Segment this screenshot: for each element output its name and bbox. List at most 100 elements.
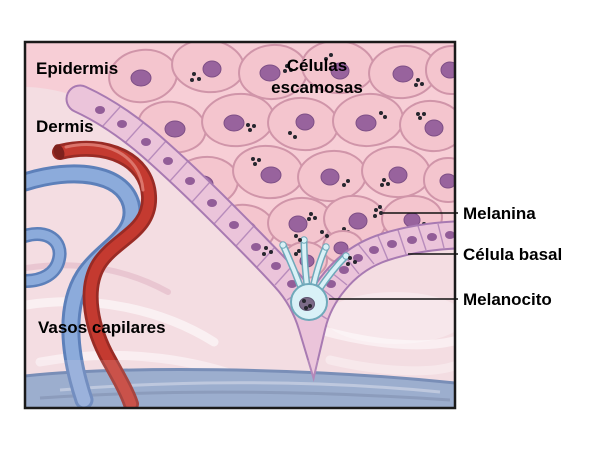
melanin-granule	[283, 69, 287, 73]
melanin-granule	[298, 238, 302, 242]
basal-cell-divider	[377, 235, 389, 261]
basal-nucleus	[207, 199, 217, 207]
capillaries-label: Vasos capilares	[38, 318, 166, 337]
melanin-granule	[422, 112, 426, 116]
melanin-granule	[418, 116, 422, 120]
melanocyte-callout-label: Melanocito	[463, 290, 552, 309]
cell-nucleus	[295, 113, 315, 131]
cell-nucleus	[260, 166, 282, 184]
basal-cell-divider	[235, 225, 255, 247]
melanin-granule	[342, 183, 346, 187]
basal-cell-divider	[124, 122, 144, 144]
melanin-granule	[294, 252, 298, 256]
melanin-granule	[264, 246, 268, 250]
melanin-granule	[288, 131, 292, 135]
dermis-fiber	[325, 355, 454, 376]
melanin-granule	[313, 216, 317, 220]
cell-nucleus	[130, 69, 152, 87]
basal-nucleus	[141, 138, 151, 146]
melanin-granule	[251, 157, 255, 161]
melanin-granule	[414, 83, 418, 87]
basal-cell-callout-label: Célula basal	[463, 245, 562, 264]
dendrite-tip	[342, 252, 350, 260]
basal-nucleus	[287, 280, 297, 288]
melanin-granule	[294, 234, 298, 238]
melanin-granule	[246, 123, 250, 127]
melanin-granule	[420, 82, 424, 86]
cell-nucleus	[202, 60, 222, 78]
melanin-granule	[382, 178, 386, 182]
red-capillary-cut-end	[53, 144, 65, 160]
cell-nucleus	[439, 173, 454, 189]
melanin-granule	[380, 183, 384, 187]
illustration-border	[23, 40, 457, 410]
melanin-granule	[374, 208, 378, 212]
melanin-granule	[325, 234, 329, 238]
squamous-cells-label-line2: escamosas	[271, 78, 363, 97]
melanin-granule	[269, 250, 273, 254]
basal-cell-divider	[147, 140, 167, 162]
cell-nucleus	[330, 62, 350, 80]
tissue-overlay	[26, 360, 454, 407]
dermis-highlight	[325, 292, 454, 344]
cell-nucleus	[223, 114, 245, 132]
melanin-granule	[257, 158, 261, 162]
melanin-granule	[253, 162, 257, 166]
melanin-granule	[353, 260, 357, 264]
basal-cell-divider	[191, 181, 211, 203]
cell-nucleus	[388, 166, 408, 184]
basal-nucleus	[229, 221, 239, 229]
melanin-granule	[248, 128, 252, 132]
melanin-granule	[329, 53, 333, 57]
dermis-label: Dermis	[36, 117, 94, 136]
melanin-granule	[289, 68, 293, 72]
red-capillary-highlight	[64, 143, 145, 192]
cell-nucleus	[355, 114, 377, 132]
basal-cell-divider	[397, 229, 407, 255]
cell-nucleus	[333, 241, 349, 255]
cell-nucleus	[348, 212, 368, 230]
melanin-granule	[252, 124, 256, 128]
melanin-granule	[346, 179, 350, 183]
melanin-granule	[197, 77, 201, 81]
melanin-granule	[262, 252, 266, 256]
melanin-granule	[378, 205, 382, 209]
basal-nucleus	[251, 243, 261, 251]
cell-nucleus	[392, 65, 414, 83]
basal-nucleus	[369, 246, 379, 254]
basal-nucleus	[117, 120, 127, 128]
melanin-granule	[416, 112, 420, 116]
melanin-granule	[307, 217, 311, 221]
melanin-granule	[190, 78, 194, 82]
basal-nucleus	[407, 236, 417, 244]
melanin-granule	[386, 182, 390, 186]
deep-vessel-streak	[59, 381, 441, 394]
melanin-granule	[309, 212, 313, 216]
cell-nucleus	[164, 120, 186, 138]
melanin-granule	[293, 135, 297, 139]
melanin-granule-group	[262, 205, 383, 310]
basal-nucleus	[271, 262, 281, 270]
basal-cell-divider	[169, 160, 189, 182]
cell-nucleus	[424, 119, 444, 137]
basal-nucleus	[185, 177, 195, 185]
melanin-granule	[297, 249, 301, 253]
epidermis-label: Epidermis	[36, 59, 118, 78]
basal-nucleus	[163, 157, 173, 165]
melanin-granule	[192, 72, 196, 76]
cell-nucleus	[288, 215, 308, 233]
basal-cell-divider	[437, 223, 445, 249]
melanin-granule	[416, 78, 420, 82]
melanin-granule	[383, 115, 387, 119]
basal-nucleus	[387, 240, 397, 248]
basal-nucleus	[427, 233, 437, 241]
melanin-granule	[379, 111, 383, 115]
dermis-fiber	[26, 297, 219, 347]
melanin-granule	[348, 256, 352, 260]
melanin-granule	[379, 211, 383, 215]
melanin-granule	[346, 262, 350, 266]
basal-cell-divider	[417, 225, 427, 251]
dermis-fiber	[315, 325, 454, 350]
